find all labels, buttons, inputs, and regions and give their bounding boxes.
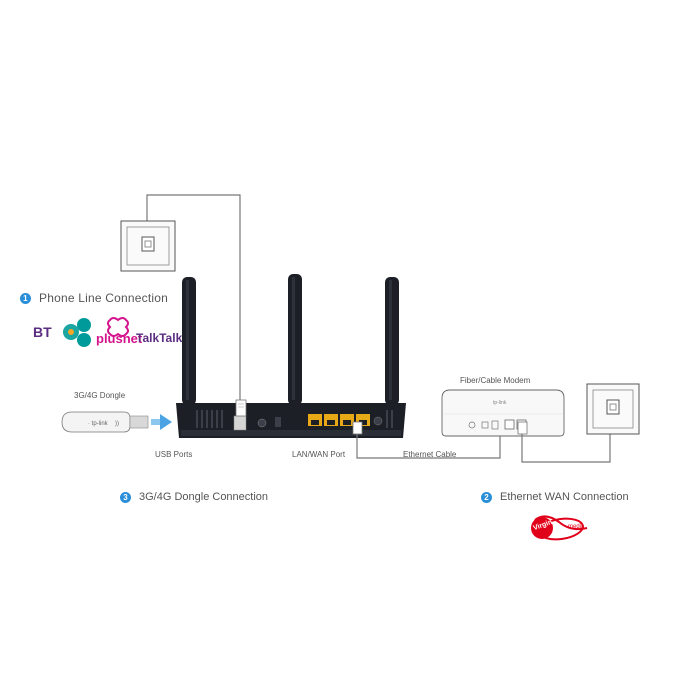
ethernet-cable (356, 426, 501, 459)
ethernet-wan-connection: 2 Ethernet WAN Connection (481, 491, 629, 503)
step-number-badge: 2 (481, 491, 492, 503)
lan-wan-port-label: LAN/WAN Port (292, 450, 346, 459)
step-number-badge: 3 (120, 491, 131, 503)
phone-line-connection: 1 Phone Line Connection (20, 291, 168, 305)
ethernet-wan-connection-label: Ethernet WAN Connection (500, 491, 629, 503)
plusnet-logo: plusnet (96, 331, 143, 346)
dongle-connection-label: 3G/4G Dongle Connection (139, 491, 269, 503)
ethernet-ports (308, 414, 370, 426)
modem-label: Fiber/Cable Modem (460, 376, 531, 385)
phone-cable (146, 194, 241, 405)
media-logo-text: media (568, 524, 585, 530)
phone-line-connection-label: Phone Line Connection (39, 291, 168, 305)
dongle-arrow (151, 414, 172, 430)
svg-text:· tp-link: · tp-link (88, 421, 109, 427)
step-number-badge: 1 (20, 292, 31, 304)
svg-text:)): )) (115, 421, 119, 427)
dongle-connection: 3 3G/4G Dongle Connection (120, 491, 268, 503)
plusnet-flower-icon (107, 317, 129, 337)
usb-ports-label: USB Ports (155, 450, 193, 459)
ethernet-cable-label: Ethernet Cable (403, 450, 457, 459)
modem (441, 389, 565, 437)
modem-brand-text: tp-link (493, 400, 507, 406)
bt-logo: BT (33, 324, 52, 340)
dongle-label: 3G/4G Dongle (74, 391, 126, 400)
virgin-media-logo (531, 515, 588, 541)
phone-wall-socket-right (586, 383, 640, 435)
talktalk-logo: TalkTalk (136, 331, 183, 345)
phone-wall-socket-left (120, 220, 176, 272)
ee-logo (63, 318, 91, 347)
modem-phone-cable (521, 408, 611, 463)
router-antennas (182, 274, 399, 405)
modem-plug (517, 421, 528, 435)
phone-plug (235, 399, 247, 417)
ethernet-plug-router (352, 421, 363, 435)
usb-dongle: · tp-link )) (61, 411, 149, 433)
router-body (176, 403, 406, 438)
